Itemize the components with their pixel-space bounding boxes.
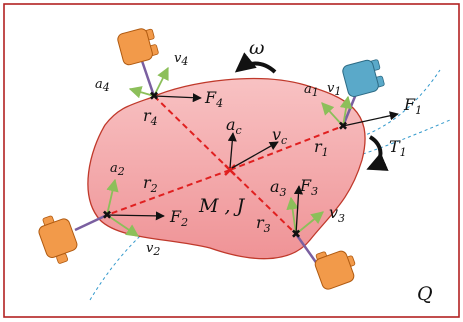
robot-3-contact-icon: ✖ xyxy=(291,227,301,241)
radius-line-3 xyxy=(229,169,297,235)
center-accel-arrow xyxy=(227,132,237,169)
torque-label: T1 xyxy=(389,137,407,159)
region-label: Q xyxy=(417,283,433,305)
robot-4-vel-label: v4 xyxy=(174,51,188,68)
robot-2-accel-label: a2 xyxy=(110,161,125,178)
robot-3-accel-label: a3 xyxy=(270,177,287,199)
robot-1-accel-arrow xyxy=(321,102,344,127)
robot-2: ✖ xyxy=(38,178,165,264)
robot-3-vel-arrow xyxy=(295,211,324,235)
omega-label: ω xyxy=(249,37,265,59)
robot-1-vel-arrow xyxy=(339,95,353,127)
robot-3-accel-arrow xyxy=(286,196,299,235)
robot-1-vel-label: v1 xyxy=(327,81,341,98)
center-vel-arrow xyxy=(231,141,279,169)
robot-2-radius-label: r2 xyxy=(143,173,158,195)
robot-2-force-arrow xyxy=(106,211,165,221)
robot-1-contact-icon: ✖ xyxy=(338,119,348,133)
robot-4-force-arrow xyxy=(153,93,202,103)
torque-arrow xyxy=(366,135,389,171)
robot-1-radius-label: r1 xyxy=(314,137,329,159)
robot-3: ✖ xyxy=(286,185,356,290)
robot-1-force-arrow xyxy=(342,111,399,127)
robot-4: ✖ xyxy=(117,28,202,103)
robot-2-contact-icon: ✖ xyxy=(102,208,112,222)
body-label: M , J xyxy=(198,195,246,217)
robot-4-contact-icon: ✖ xyxy=(149,89,159,103)
robot-1-arm xyxy=(341,93,358,127)
robot-3-force-label: F3 xyxy=(299,176,318,198)
robot-4-arm xyxy=(139,57,156,97)
robot-4-radius-label: r4 xyxy=(143,106,158,128)
robot-2-accel-arrow xyxy=(106,178,119,216)
radius-line-1 xyxy=(229,125,344,171)
radius-lines xyxy=(106,95,344,235)
robot-2-arm xyxy=(74,213,108,232)
robot-2-vel-label: v2 xyxy=(146,241,160,258)
robot-3-force-arrow xyxy=(293,185,304,235)
robot-1-body-icon xyxy=(342,59,385,98)
robot-3-vel-label: v3 xyxy=(329,203,345,225)
robot-1-accel-label: a1 xyxy=(304,82,319,99)
center-vel-label: vc xyxy=(272,125,287,147)
workspace-frame xyxy=(3,3,460,318)
robot-3-radius-label: r3 xyxy=(256,213,271,235)
omega-rotation-arrow xyxy=(234,52,277,74)
center-accel-label: ac xyxy=(226,115,242,137)
robot-4-body-icon xyxy=(117,28,159,66)
robot-3-body-icon xyxy=(314,250,356,290)
robot-2-body-icon xyxy=(38,215,78,264)
robot-2-force-label: F2 xyxy=(169,207,188,229)
robot-2-vel-arrow xyxy=(106,214,140,237)
robot-4-accel-label: a4 xyxy=(95,77,110,94)
robot-4-force-label: F4 xyxy=(204,88,223,110)
robot-4-vel-arrow xyxy=(153,66,169,97)
robot-1-force-label: F1 xyxy=(403,95,422,117)
robot-4-accel-arrow xyxy=(128,86,155,99)
robot-1: ✖ xyxy=(321,59,399,133)
radius-line-4 xyxy=(153,95,231,171)
radius-line-2 xyxy=(106,169,231,216)
